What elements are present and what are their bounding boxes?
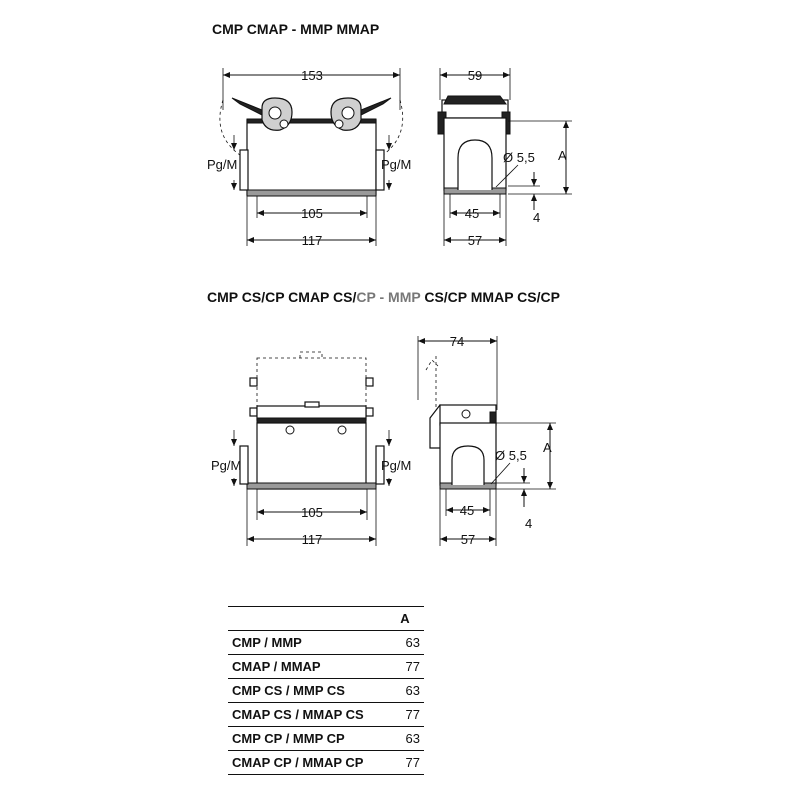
dim-57-label: 57 [468,233,482,248]
dim-4-label: 4 [533,210,540,225]
bottom-title-part-4: MMP [388,289,421,305]
table-row: CMP CS / MMP CS 63 [228,678,424,703]
table-row: CMAP / MMAP 77 [228,654,424,679]
table-row: CMP / MMP 63 [228,630,424,655]
bottom-title-part-3: - [375,289,389,305]
bottom-title-part-5: CS/CP MMAP CS/CP [420,289,560,305]
dim-117-b-label: 117 [302,532,323,547]
row-value: 77 [386,750,424,775]
pg-right-label: Pg/M [381,157,411,172]
table-row: CMAP CS / MMAP CS 77 [228,702,424,727]
housing-body [256,422,367,490]
dim-153-label: 153 [301,68,323,83]
table-row: CMP CP / MMP CP 63 [228,726,424,751]
row-name: CMAP CS / MMAP CS [228,702,386,727]
dimension-table: A CMP / MMP 63 CMAP / MMAP 77 CMP CS / M… [228,606,424,775]
dim-4-b-label: 4 [525,516,532,531]
dim-74-label: 74 [450,334,464,349]
row-name: CMP CS / MMP CS [228,678,386,703]
dim-A-b-label: A [543,440,552,455]
pg-right-b-label: Pg/M [381,458,411,473]
row-name: CMAP CP / MMAP CP [228,750,386,775]
hole-label: Ø 5,5 [503,150,535,165]
top-side-view: 59 Ø 5,5 A 45 57 4 [437,68,572,248]
dim-59-label: 59 [468,68,482,83]
row-value: 63 [386,726,424,751]
pg-left-label: Pg/M [207,157,237,172]
row-value: 77 [386,654,424,679]
bottom-front-view: 105 117 Pg/M Pg/M [211,351,411,547]
row-value: 63 [386,678,424,703]
table-header-A: A [386,606,424,631]
bottom-title-part-1: CMP CS/CP CMAP CS/ [207,289,357,305]
row-value: 63 [386,630,424,655]
bottom-side-view: 74 Ø 5,5 A 45 57 4 [417,334,556,547]
table-row: CMAP CP / MMAP CP 77 [228,750,424,775]
top-front-view: 153 105 117 Pg/M Pg/M [207,68,411,248]
dim-45-b-label: 45 [460,503,474,518]
pg-left-b-label: Pg/M [211,458,241,473]
dim-A-label: A [558,148,567,163]
bottom-section-title: CMP CS/CP CMAP CS/CP - MMP CS/CP MMAP CS… [207,289,560,305]
right-cam [330,97,362,131]
row-value: 77 [386,702,424,727]
housing-body [246,119,377,196]
row-name: CMP / MMP [228,630,386,655]
top-section-title: CMP CMAP - MMP MMAP [212,21,380,37]
left-cam [261,97,293,131]
hole-b-label: Ø 5,5 [495,448,527,463]
row-name: CMAP / MMAP [228,654,386,679]
row-name: CMP CP / MMP CP [228,726,386,751]
dim-105-b-label: 105 [301,505,323,520]
dim-57-b-label: 57 [461,532,475,547]
table-header-blank [228,606,386,631]
dim-105-label: 105 [301,206,323,221]
dim-45-label: 45 [465,206,479,221]
bottom-title-part-2: CP [356,289,376,305]
dim-117-label: 117 [302,233,323,248]
